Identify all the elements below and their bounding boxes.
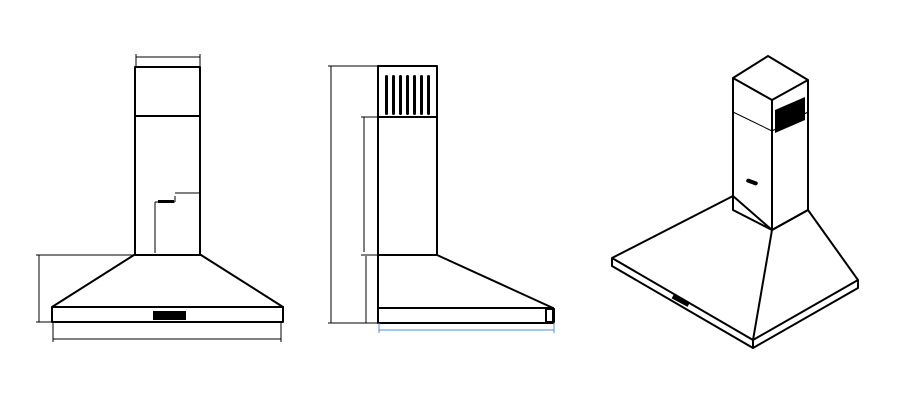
front-chimney (134, 66, 201, 256)
side-view (328, 65, 555, 333)
iso-chimney-top (732, 55, 809, 101)
front-dimensions (36, 54, 282, 342)
control-panel (153, 311, 186, 320)
side-hood-rim (377, 307, 554, 324)
iso-hood-canopy (611, 195, 859, 341)
depth-dimension (378, 323, 555, 333)
side-dimensions (328, 65, 378, 324)
isometric-view (611, 55, 859, 349)
front-view (36, 54, 284, 342)
iso-badge (746, 178, 758, 186)
front-hood-canopy (51, 254, 284, 308)
iso-vent-opening (775, 97, 805, 133)
front-knob-marker (158, 200, 174, 203)
side-louvers (385, 75, 430, 115)
side-rim-end (545, 308, 555, 323)
iso-control-panel (671, 294, 690, 307)
side-hood-canopy (377, 254, 554, 309)
front-hood-rim (51, 306, 284, 323)
iso-hood-rim (611, 258, 859, 349)
